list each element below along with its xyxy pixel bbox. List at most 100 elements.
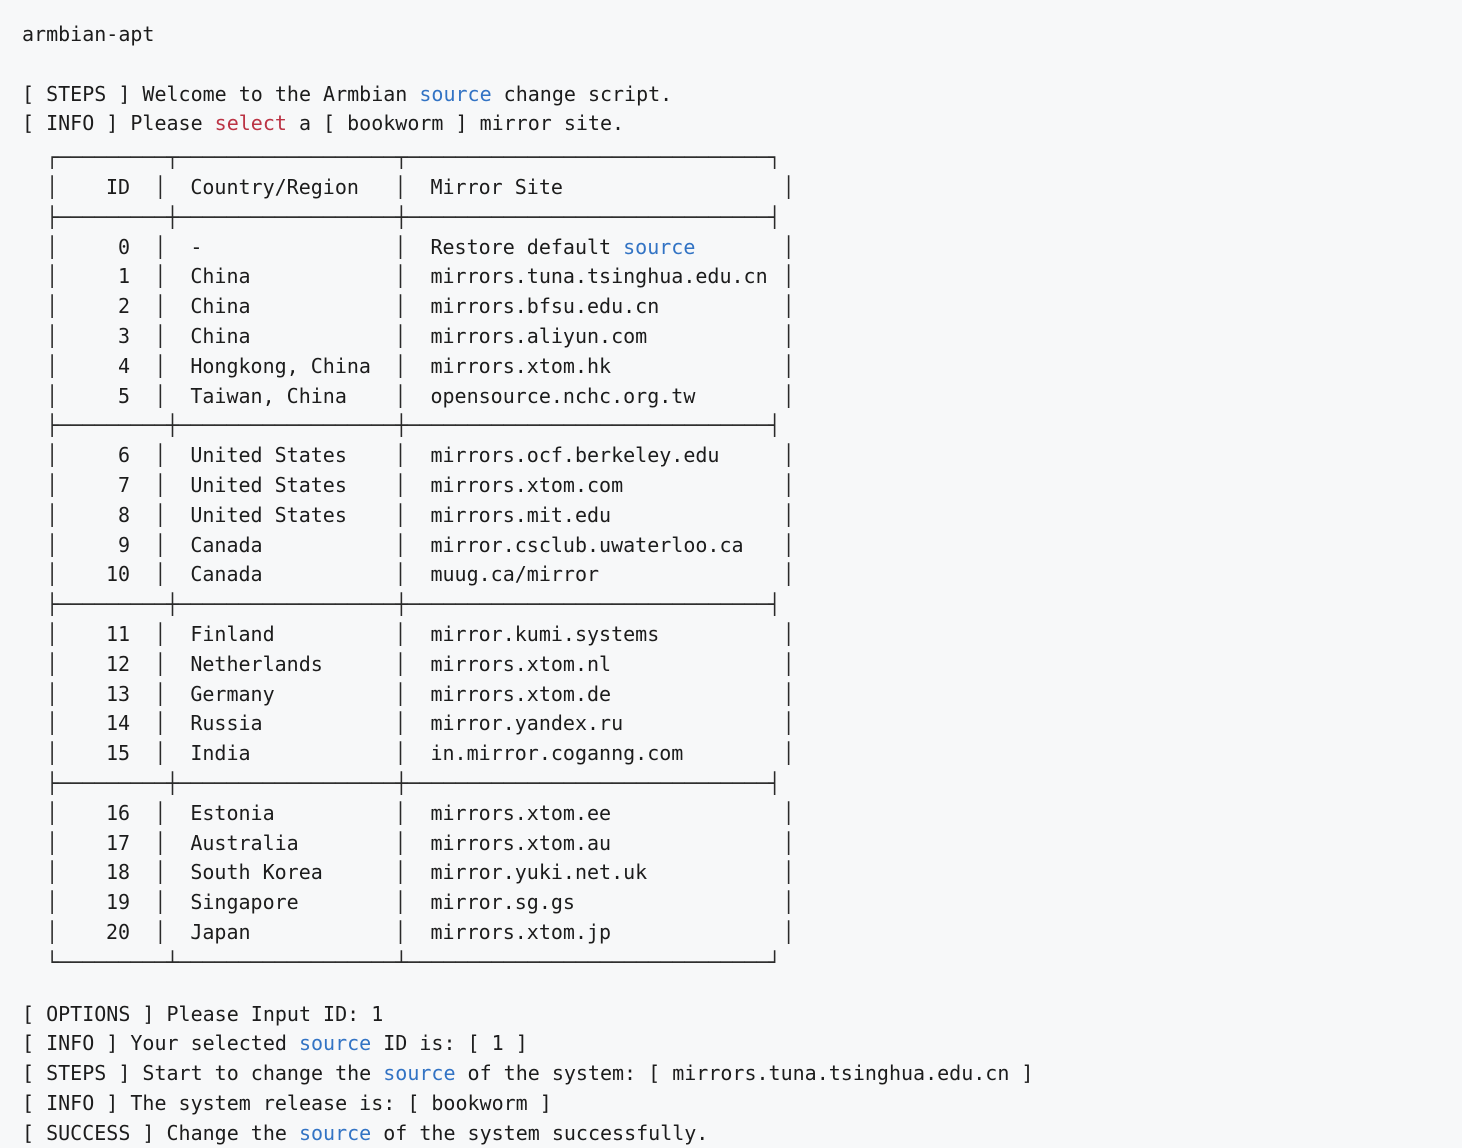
- intro-log-block: [ STEPS ] Welcome to the Armbian source …: [22, 80, 1462, 140]
- table-border-vertical: │: [46, 235, 58, 259]
- table-border-vertical: │: [154, 890, 166, 914]
- table-cell-id: 18: [70, 858, 130, 888]
- table-row: │ 17 │ Australia│ mirrors.xtom.au│: [46, 829, 1462, 859]
- table-cell-id: 9: [70, 531, 130, 561]
- mirror-site-table: ┌─────────┬──────────────────┬──────────…: [46, 143, 1462, 977]
- table-border-vertical: │: [782, 354, 794, 378]
- table-cell-country: India: [190, 739, 394, 769]
- table-row: │ 7 │ United States│ mirrors.xtom.com│: [46, 471, 1462, 501]
- table-cell-country: China: [190, 262, 394, 292]
- table-border-vertical: │: [154, 741, 166, 765]
- log-line-steps-start-change: [ STEPS ] Start to change the source of …: [22, 1059, 1462, 1089]
- table-cell-id: 11: [70, 620, 130, 650]
- table-border-group-sep: ├─────────┼──────────────────┼──────────…: [46, 411, 1462, 441]
- table-cell-id: 15: [70, 739, 130, 769]
- table-border-vertical: │: [154, 354, 166, 378]
- table-border-vertical: │: [394, 890, 406, 914]
- table-cell-site: muug.ca/mirror: [430, 560, 782, 590]
- table-border-vertical: │: [46, 384, 58, 408]
- table-cell-id: 5: [70, 382, 130, 412]
- table-border-vertical: │: [154, 175, 166, 199]
- log-line-success-change-done: [ SUCCESS ] Change the source of the sys…: [22, 1119, 1462, 1148]
- table-row: │ 6 │ United States│ mirrors.ocf.berkele…: [46, 441, 1462, 471]
- table-cell-country: Finland: [190, 620, 394, 650]
- log-text: [ STEPS ] Start to change the: [22, 1061, 383, 1085]
- table-cell-country: United States: [190, 501, 394, 531]
- table-row: │ 15 │ India│ in.mirror.coganng.com│: [46, 739, 1462, 769]
- table-cell-id: 2: [70, 292, 130, 322]
- table-row: │ 9 │ Canada│ mirror.csclub.uwaterloo.ca…: [46, 531, 1462, 561]
- table-border-vertical: │: [154, 264, 166, 288]
- table-border-vertical: │: [46, 652, 58, 676]
- table-border-vertical: │: [394, 682, 406, 706]
- table-border-vertical: │: [46, 831, 58, 855]
- table-cell-country: South Korea: [190, 858, 394, 888]
- table-row: │ 19 │ Singapore│ mirror.sg.gs│: [46, 888, 1462, 918]
- table-cell-id: 12: [70, 650, 130, 680]
- table-border-vertical: │: [46, 622, 58, 646]
- options-prompt-input-value[interactable]: 1: [371, 1002, 383, 1026]
- table-cell-country: Canada: [190, 531, 394, 561]
- keyword-select: select: [215, 111, 287, 135]
- table-border-vertical: │: [46, 443, 58, 467]
- table-border-vertical: │: [46, 741, 58, 765]
- table-border-group-sep: ├─────────┼──────────────────┼──────────…: [46, 590, 1462, 620]
- outro-log-block: [ OPTIONS ] Please Input ID: 1[ INFO ] Y…: [22, 1000, 1462, 1148]
- table-row: │ 5 │ Taiwan, China│ opensource.nchc.org…: [46, 382, 1462, 412]
- keyword-source: source: [299, 1031, 371, 1055]
- table-border-top: ┌─────────┬──────────────────┬──────────…: [46, 143, 1462, 173]
- table-border-bottom: └─────────┴──────────────────┴──────────…: [46, 948, 1462, 978]
- table-cell-site: mirrors.xtom.nl: [430, 650, 782, 680]
- table-border-vertical: │: [46, 562, 58, 586]
- table-cell-site: mirror.csclub.uwaterloo.ca: [430, 531, 782, 561]
- log-text: of the system successfully.: [371, 1121, 708, 1145]
- table-cell-id: ID: [70, 173, 130, 203]
- table-border-vertical: │: [782, 294, 794, 318]
- table-border-vertical: │: [782, 503, 794, 527]
- table-border-header-sep: ├─────────┼──────────────────┼──────────…: [46, 203, 1462, 233]
- table-border-vertical: │: [394, 235, 406, 259]
- table-border-vertical: │: [394, 175, 406, 199]
- table-border-vertical: │: [46, 890, 58, 914]
- table-border-vertical: │: [46, 801, 58, 825]
- table-border-vertical: │: [46, 533, 58, 557]
- table-cell-site: mirror.kumi.systems: [430, 620, 782, 650]
- table-cell-site: mirror.yandex.ru: [430, 709, 782, 739]
- spacer: [22, 50, 1462, 80]
- log-line-steps-welcome: [ STEPS ] Welcome to the Armbian source …: [22, 80, 1462, 110]
- table-border-vertical: │: [782, 711, 794, 735]
- table-row: │ 13 │ Germany│ mirrors.xtom.de│: [46, 680, 1462, 710]
- table-border-vertical: │: [46, 354, 58, 378]
- keyword-source: source: [299, 1121, 371, 1145]
- table-cell-id: 10: [70, 560, 130, 590]
- table-border-vertical: │: [154, 235, 166, 259]
- table-border-vertical: │: [782, 860, 794, 884]
- table-cell-id: 16: [70, 799, 130, 829]
- table-cell-site: mirrors.bfsu.edu.cn: [430, 292, 782, 322]
- table-border-vertical: │: [394, 354, 406, 378]
- table-border-vertical: │: [154, 324, 166, 348]
- table-border-vertical: │: [154, 503, 166, 527]
- table-row: │ 1 │ China│ mirrors.tuna.tsinghua.edu.c…: [46, 262, 1462, 292]
- table-border-vertical: │: [394, 860, 406, 884]
- table-cell-site: mirrors.xtom.com: [430, 471, 782, 501]
- table-cell-country: United States: [190, 471, 394, 501]
- log-text: [ INFO ] The system release is: [ bookwo…: [22, 1091, 552, 1115]
- table-border-vertical: │: [782, 741, 794, 765]
- log-text: of the system: [ mirrors.tuna.tsinghua.e…: [455, 1061, 1033, 1085]
- keyword-source: source: [419, 82, 491, 106]
- log-line-info-select-mirror: [ INFO ] Please select a [ bookworm ] mi…: [22, 109, 1462, 139]
- table-border-vertical: │: [154, 860, 166, 884]
- table-border-vertical: │: [782, 384, 794, 408]
- table-border-vertical: │: [782, 175, 794, 199]
- table-row: │ 2 │ China│ mirrors.bfsu.edu.cn│: [46, 292, 1462, 322]
- table-cell-country: Canada: [190, 560, 394, 590]
- table-border-vertical: │: [46, 294, 58, 318]
- table-cell-country: China: [190, 322, 394, 352]
- table-header-row: │ ID │ Country/Region│ Mirror Site│: [46, 173, 1462, 203]
- table-cell-site: mirror.yuki.net.uk: [430, 858, 782, 888]
- table-row: │ 20 │ Japan│ mirrors.xtom.jp│: [46, 918, 1462, 948]
- log-text: a [ bookworm ] mirror site.: [287, 111, 624, 135]
- options-prompt-line[interactable]: [ OPTIONS ] Please Input ID: 1: [22, 1000, 1462, 1030]
